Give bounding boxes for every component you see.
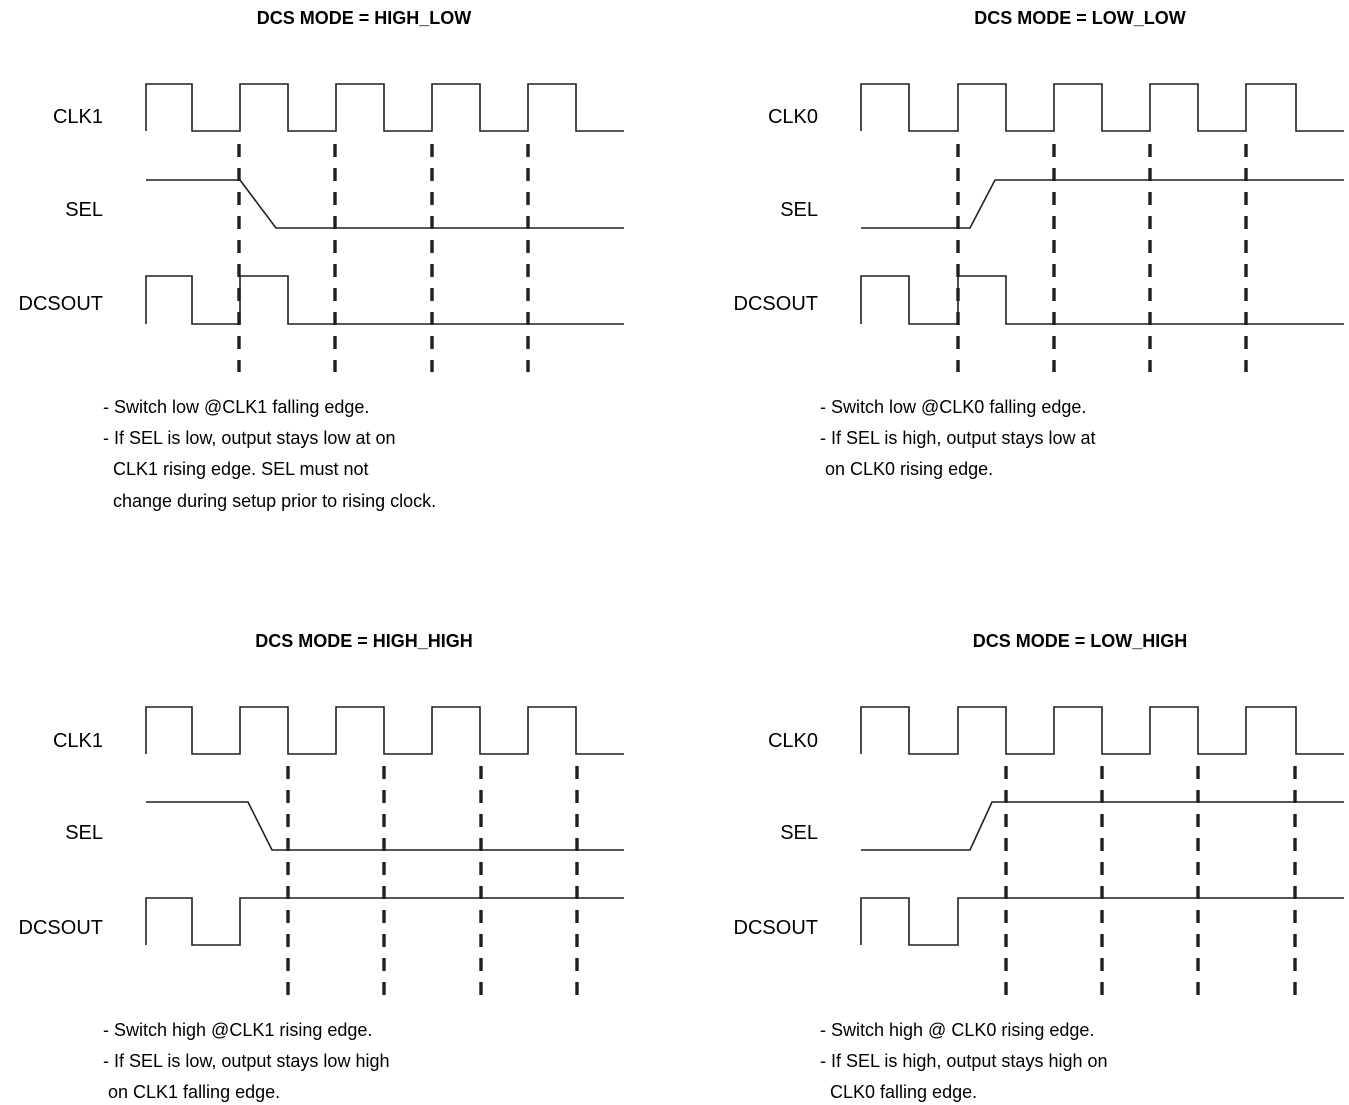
- sel-label: SEL: [65, 199, 103, 221]
- note-line: on CLK1 falling edge.: [103, 1082, 280, 1102]
- dcsout-waveform: [145, 275, 624, 325]
- note-line: - If SEL is low, output stays low at on: [103, 428, 395, 448]
- dcsout-label: DCSOUT: [19, 293, 103, 315]
- sel-waveform: [146, 801, 624, 851]
- note-line: CLK0 falling edge.: [820, 1082, 977, 1102]
- note-line: - Switch low @CLK1 falling edge.: [103, 397, 369, 417]
- sel-label: SEL: [65, 822, 103, 844]
- note-line: on CLK0 rising edge.: [820, 459, 993, 479]
- dcsout-label: DCSOUT: [19, 917, 103, 939]
- clock-label: CLK1: [53, 730, 103, 752]
- note-line: change during setup prior to rising cloc…: [103, 491, 436, 511]
- panel-high-high: DCS MODE = HIGH_HIGH CLK1 SEL DCSOUT - S…: [19, 631, 624, 1102]
- note-line: - If SEL is high, output stays low at: [820, 428, 1095, 448]
- clock-waveform: [145, 83, 624, 132]
- panel-title: DCS MODE = LOW_LOW: [974, 8, 1186, 28]
- note-line: - Switch low @CLK0 falling edge.: [820, 397, 1086, 417]
- note-line: - Switch high @ CLK0 rising edge.: [820, 1020, 1094, 1040]
- clock-label: CLK0: [768, 106, 818, 128]
- sel-label: SEL: [780, 199, 818, 221]
- dcsout-label: DCSOUT: [734, 293, 818, 315]
- panel-high-low: DCS MODE = HIGH_LOW CLK1 SEL DCSOUT - Sw…: [19, 8, 624, 511]
- panel-title: DCS MODE = LOW_HIGH: [973, 631, 1188, 651]
- panel-low-low: DCS MODE = LOW_LOW CLK0 SEL DCSOUT - Swi…: [734, 8, 1344, 479]
- dcsout-label: DCSOUT: [734, 917, 818, 939]
- dcsout-waveform: [860, 275, 1344, 325]
- clock-waveform: [860, 83, 1344, 132]
- sel-label: SEL: [780, 822, 818, 844]
- clock-label: CLK1: [53, 106, 103, 128]
- panel-low-high: DCS MODE = LOW_HIGH CLK0 SEL DCSOUT - Sw…: [734, 631, 1344, 1102]
- note-line: - If SEL is high, output stays high on: [820, 1051, 1108, 1071]
- dcsout-waveform: [860, 897, 1344, 946]
- note-line: - If SEL is low, output stays low high: [103, 1051, 389, 1071]
- panel-title: DCS MODE = HIGH_LOW: [257, 8, 472, 28]
- sel-waveform: [861, 179, 1344, 229]
- dcsout-waveform: [145, 897, 624, 946]
- sel-waveform: [146, 179, 624, 229]
- note-line: CLK1 rising edge. SEL must not: [103, 459, 368, 479]
- sel-waveform: [861, 801, 1344, 851]
- clock-label: CLK0: [768, 730, 818, 752]
- clock-waveform: [145, 706, 624, 755]
- clock-waveform: [860, 706, 1344, 755]
- note-line: - Switch high @CLK1 rising edge.: [103, 1020, 372, 1040]
- panel-title: DCS MODE = HIGH_HIGH: [255, 631, 473, 651]
